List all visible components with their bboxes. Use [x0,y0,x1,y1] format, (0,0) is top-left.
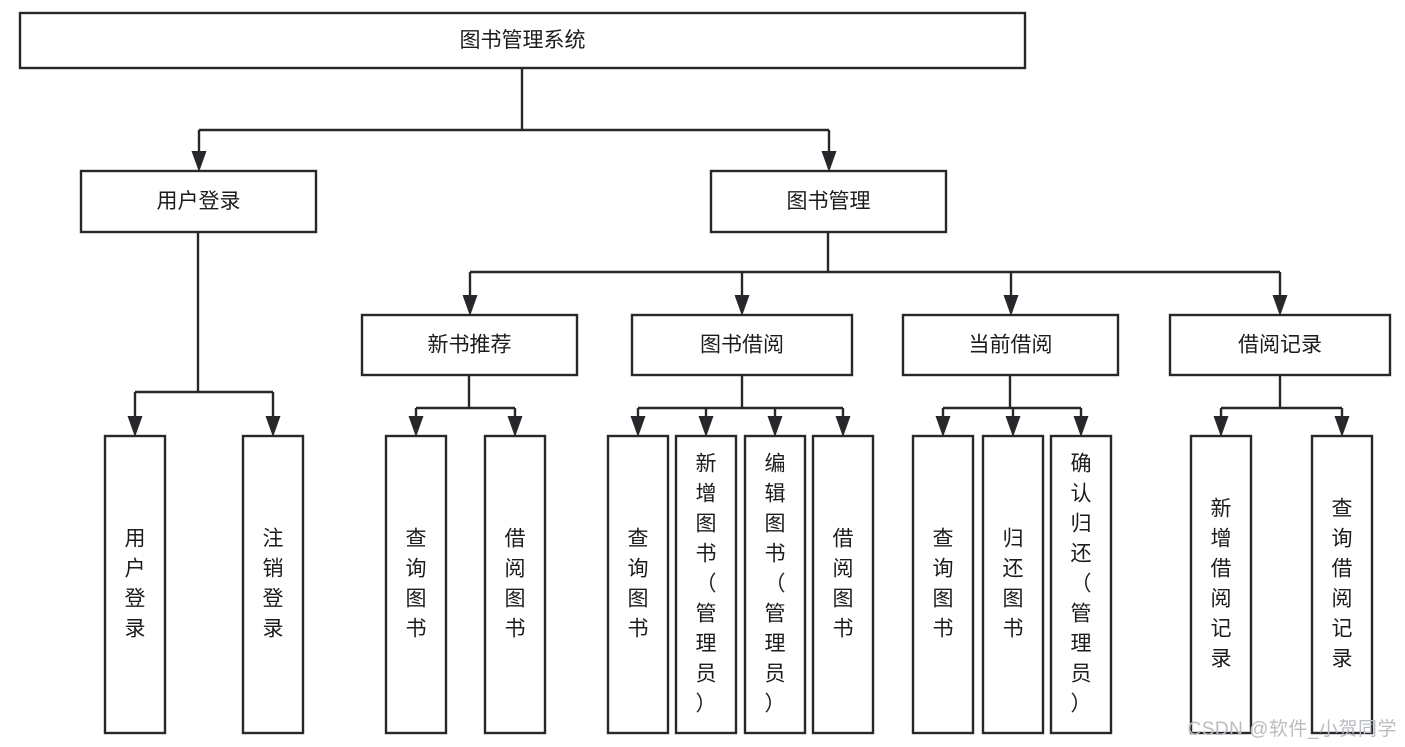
node-box[interactable] [360,313,579,377]
node-box[interactable] [103,434,167,735]
node-leaf-add-borrow-record[interactable]: 新增借阅记录 [1189,434,1253,735]
node-box[interactable] [384,434,448,735]
node-leaf-query-book-recommend[interactable]: 查询图书 [384,434,448,735]
arrow-head-icon [1213,416,1229,437]
node-label: 借阅记录 [1238,334,1322,357]
arrow-head-icon [507,416,523,437]
node-label: 图书借阅 [700,334,784,357]
node-leaf-edit-book-admin[interactable]: 编辑图书（管理员） [743,434,807,735]
node-box[interactable] [483,434,547,735]
node-box[interactable] [674,434,738,735]
node-label: 注销登录 [263,527,284,640]
node-label: 图书管理 [787,190,871,213]
node-label: 用户登录 [125,527,146,640]
connector-edge-bookmanage-group [462,232,1288,316]
node-leaf-return-book[interactable]: 归还图书 [981,434,1045,735]
arrow-head-icon [462,295,478,316]
node-label: 新书推荐 [428,334,512,357]
node-label: 新增图书（管理员） [696,452,717,715]
node-leaf-confirm-return-admin[interactable]: 确认归还（管理员） [1049,434,1113,735]
node-box[interactable] [709,169,948,234]
node-label: 确认归还（管理员） [1071,452,1092,715]
arrow-head-icon [734,295,750,316]
node-borrow-record[interactable]: 借阅记录 [1168,313,1392,377]
node-leaf-borrow-book-recommend[interactable]: 借阅图书 [483,434,547,735]
node-box[interactable] [1189,434,1253,735]
node-box[interactable] [811,434,875,735]
node-label: 查询图书 [628,527,649,640]
node-label: 查询借阅记录 [1332,497,1353,670]
arrow-head-icon [1272,295,1288,316]
node-label: 借阅图书 [505,527,526,640]
arrow-head-icon [835,416,851,437]
arrow-head-icon [191,151,207,172]
node-label: 借阅图书 [833,527,854,640]
arrow-head-icon [1005,416,1021,437]
arrow-head-icon [408,416,424,437]
node-box[interactable] [743,434,807,735]
arrow-head-icon [935,416,951,437]
arrow-head-icon [265,416,281,437]
node-leaf-user-login[interactable]: 用户登录 [103,434,167,735]
node-box[interactable] [981,434,1045,735]
connector-edge-current-group [935,375,1089,437]
node-label: 用户登录 [157,190,241,213]
node-label: 归还图书 [1003,527,1024,640]
node-leaf-query-borrow-record[interactable]: 查询借阅记录 [1310,434,1374,735]
arrow-head-icon [698,416,714,437]
node-box[interactable] [18,11,1027,70]
node-leaf-query-book-borrow[interactable]: 查询图书 [606,434,670,735]
node-box[interactable] [911,434,975,735]
arrow-head-icon [1003,295,1019,316]
node-box[interactable] [79,169,318,234]
node-leaf-logout-login[interactable]: 注销登录 [241,434,305,735]
node-new-book-recommend[interactable]: 新书推荐 [360,313,579,377]
connector-edge-root-group [191,68,837,172]
node-box[interactable] [1310,434,1374,735]
connector-edge-userlogin-group [127,232,281,437]
node-label: 查询图书 [406,527,427,640]
node-label: 当前借阅 [969,334,1053,357]
node-box[interactable] [1049,434,1113,735]
node-leaf-add-book-admin[interactable]: 新增图书（管理员） [674,434,738,735]
node-user-login[interactable]: 用户登录 [79,169,318,234]
node-label: 编辑图书（管理员） [765,452,786,715]
node-label: 新增借阅记录 [1211,497,1232,670]
connector-edge-recommend-group [408,375,523,437]
node-book-borrow[interactable]: 图书借阅 [630,313,854,377]
node-box[interactable] [901,313,1120,377]
arrow-head-icon [1073,416,1089,437]
node-box[interactable] [241,434,305,735]
arrow-head-icon [1334,416,1350,437]
node-current-borrow[interactable]: 当前借阅 [901,313,1120,377]
arrow-head-icon [821,151,837,172]
arrow-head-icon [767,416,783,437]
node-label: 图书管理系统 [460,29,586,52]
node-label: 查询图书 [933,527,954,640]
arrow-head-icon [630,416,646,437]
node-box[interactable] [630,313,854,377]
node-box[interactable] [1168,313,1392,377]
connector-edge-record-group [1213,375,1350,437]
edges-layer [127,68,1350,437]
connector-edge-borrow-group [630,375,851,437]
arrow-head-icon [127,416,143,437]
node-book-manage[interactable]: 图书管理 [709,169,948,234]
node-leaf-query-book-current[interactable]: 查询图书 [911,434,975,735]
node-leaf-borrow-book[interactable]: 借阅图书 [811,434,875,735]
node-root[interactable]: 图书管理系统 [18,11,1027,70]
nodes-layer: 图书管理系统用户登录图书管理新书推荐图书借阅当前借阅借阅记录用户登录注销登录查询… [18,11,1392,735]
node-box[interactable] [606,434,670,735]
